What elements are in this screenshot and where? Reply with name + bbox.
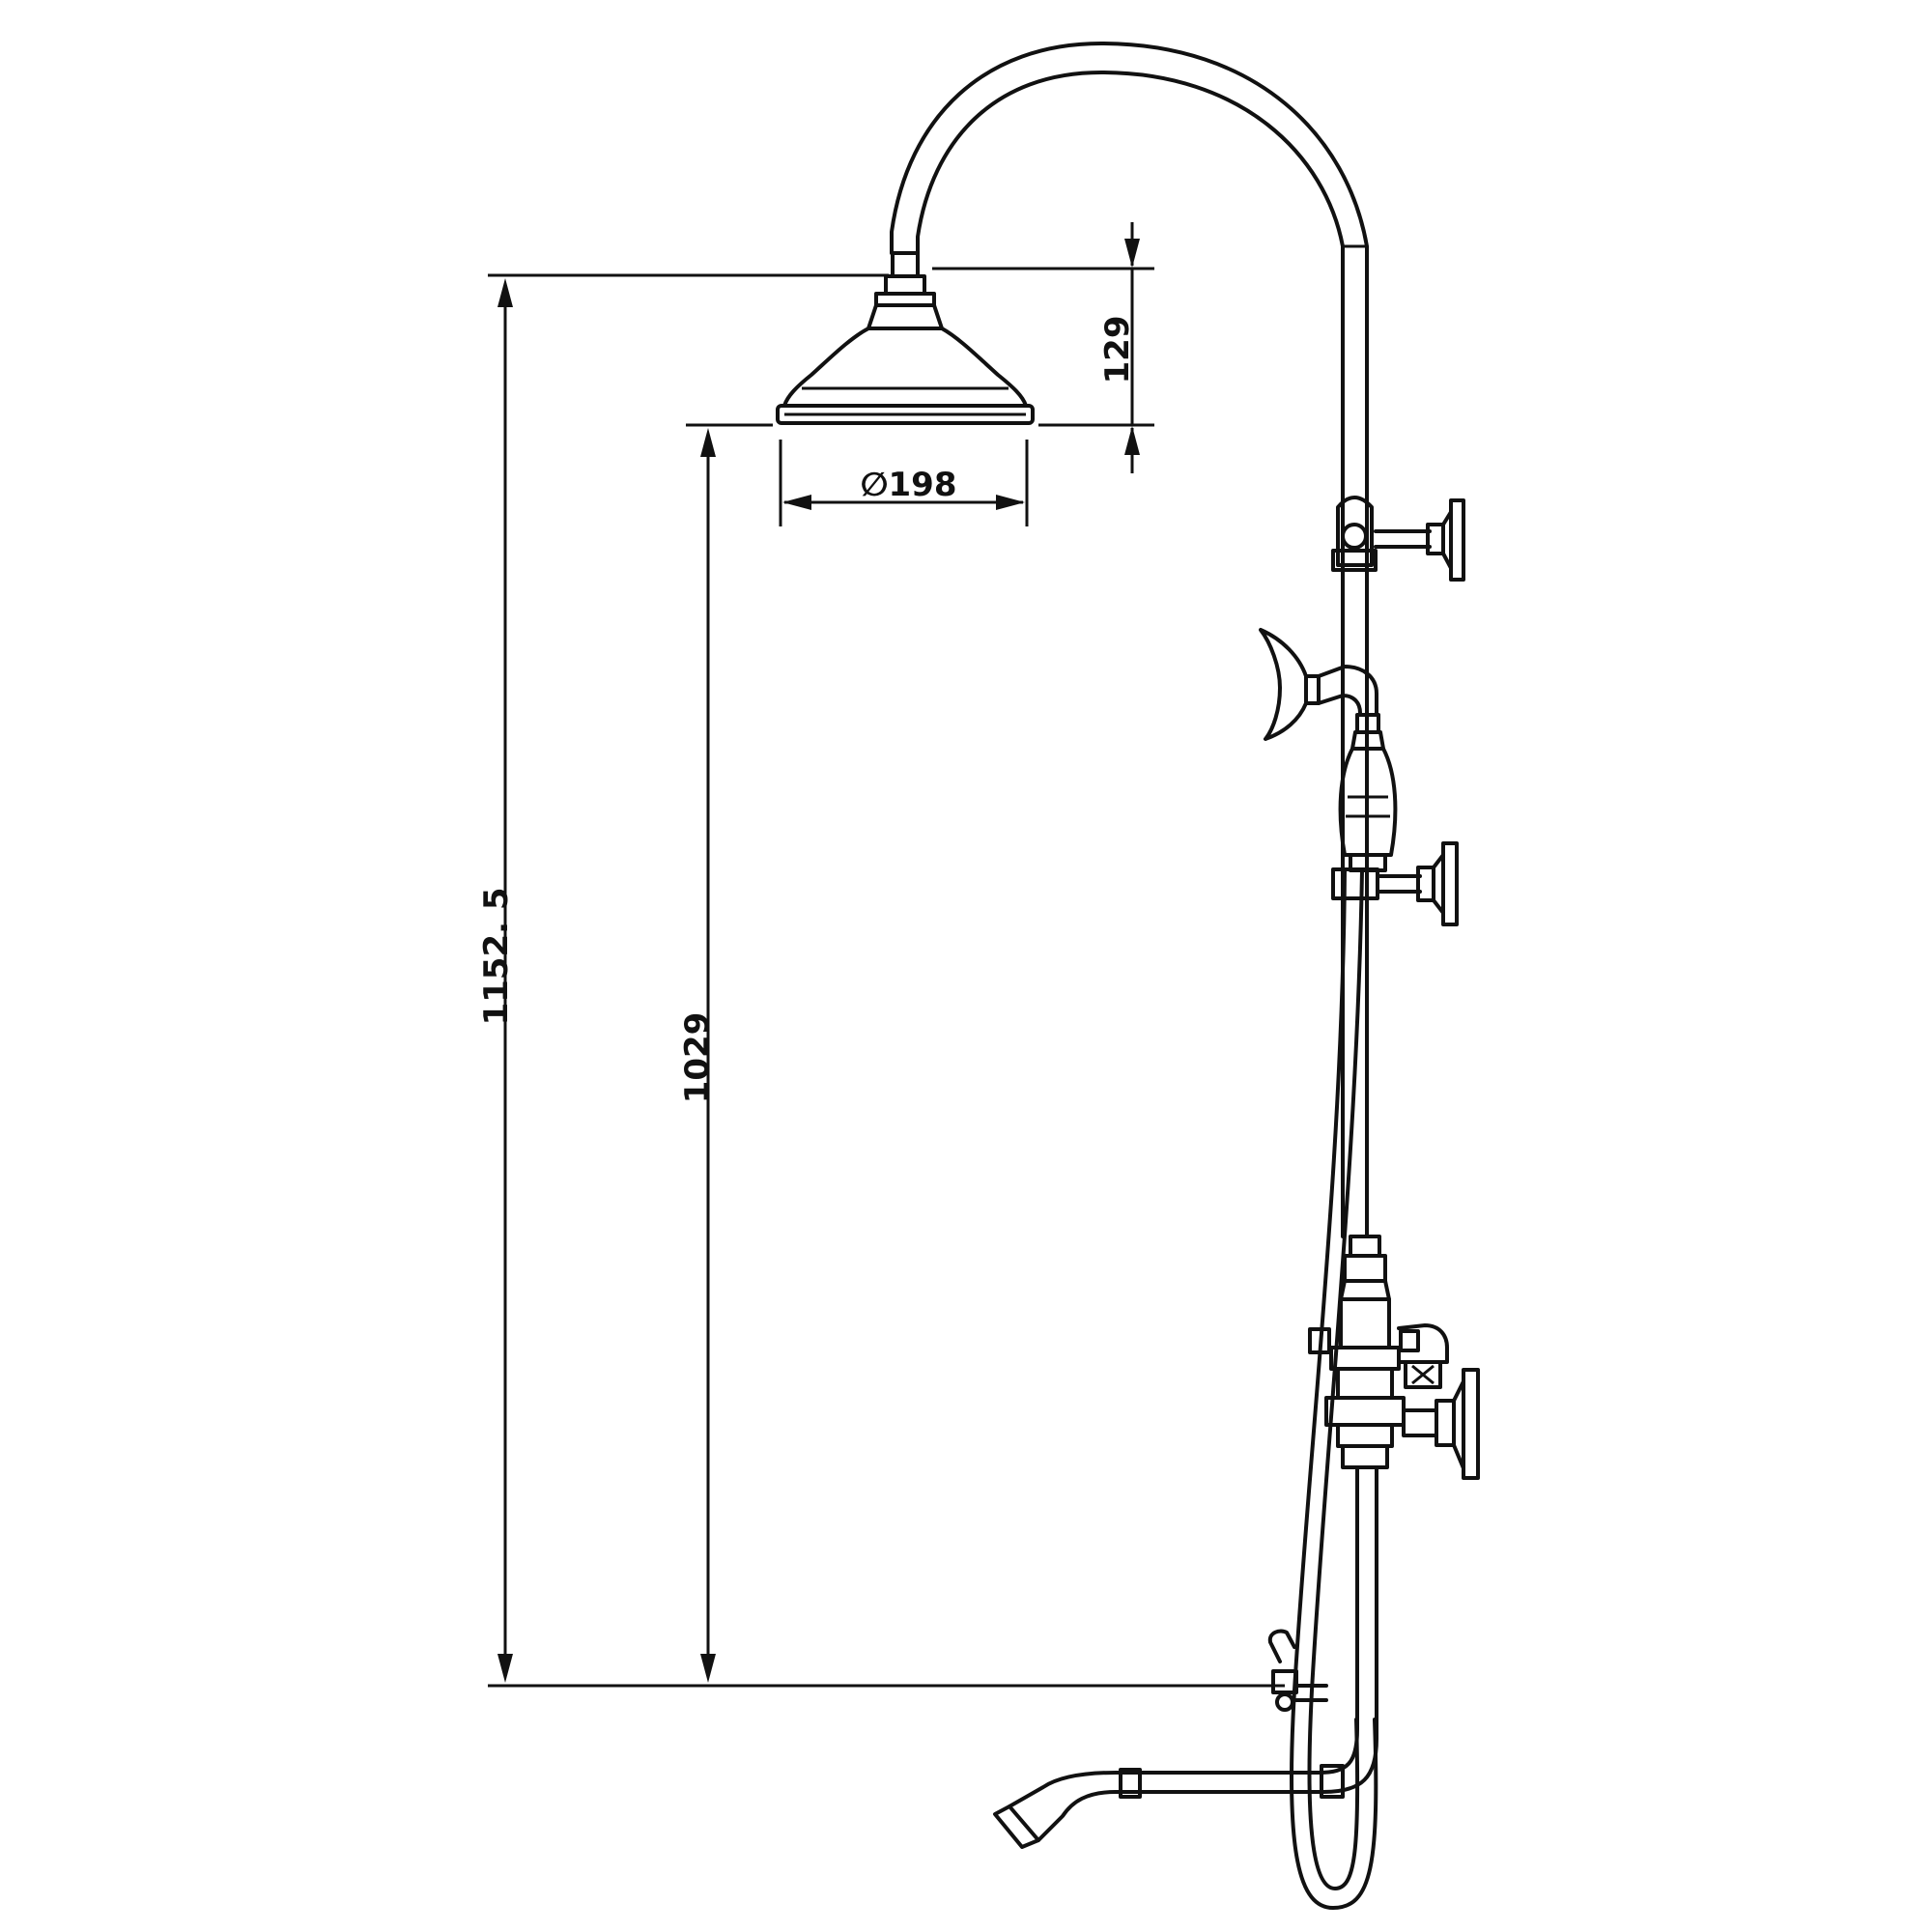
diameter-symbol: ∅ [860, 466, 888, 504]
upper-wall-bracket [1331, 496, 1465, 582]
dimension-head-height-label: 1029 [678, 1012, 717, 1104]
dimension-total-height-label: 1152. 5 [477, 887, 516, 1025]
slide-wall-bracket [1331, 841, 1459, 926]
shower-arm [890, 42, 1369, 509]
diverter-knob [1308, 1323, 1449, 1389]
dimension-head-height: 1029 [678, 423, 773, 1683]
dimension-head-diameter-label: 198 [889, 466, 957, 504]
bath-spout [993, 1465, 1378, 1849]
rain-shower-head [776, 251, 1035, 425]
left-handle [1267, 1629, 1328, 1712]
dimension-head-diameter: ∅ 198 [779, 440, 1029, 526]
dimension-head-depth: 129 [932, 222, 1154, 473]
dimension-total-height: 1152. 5 [477, 273, 1285, 1688]
shower-hose [1290, 868, 1378, 1910]
dimension-head-depth-label: 129 [1098, 316, 1137, 384]
bath-shower-mixer [1324, 1235, 1406, 1469]
hand-shower-head [1259, 628, 1378, 741]
right-handle [1402, 1368, 1480, 1480]
